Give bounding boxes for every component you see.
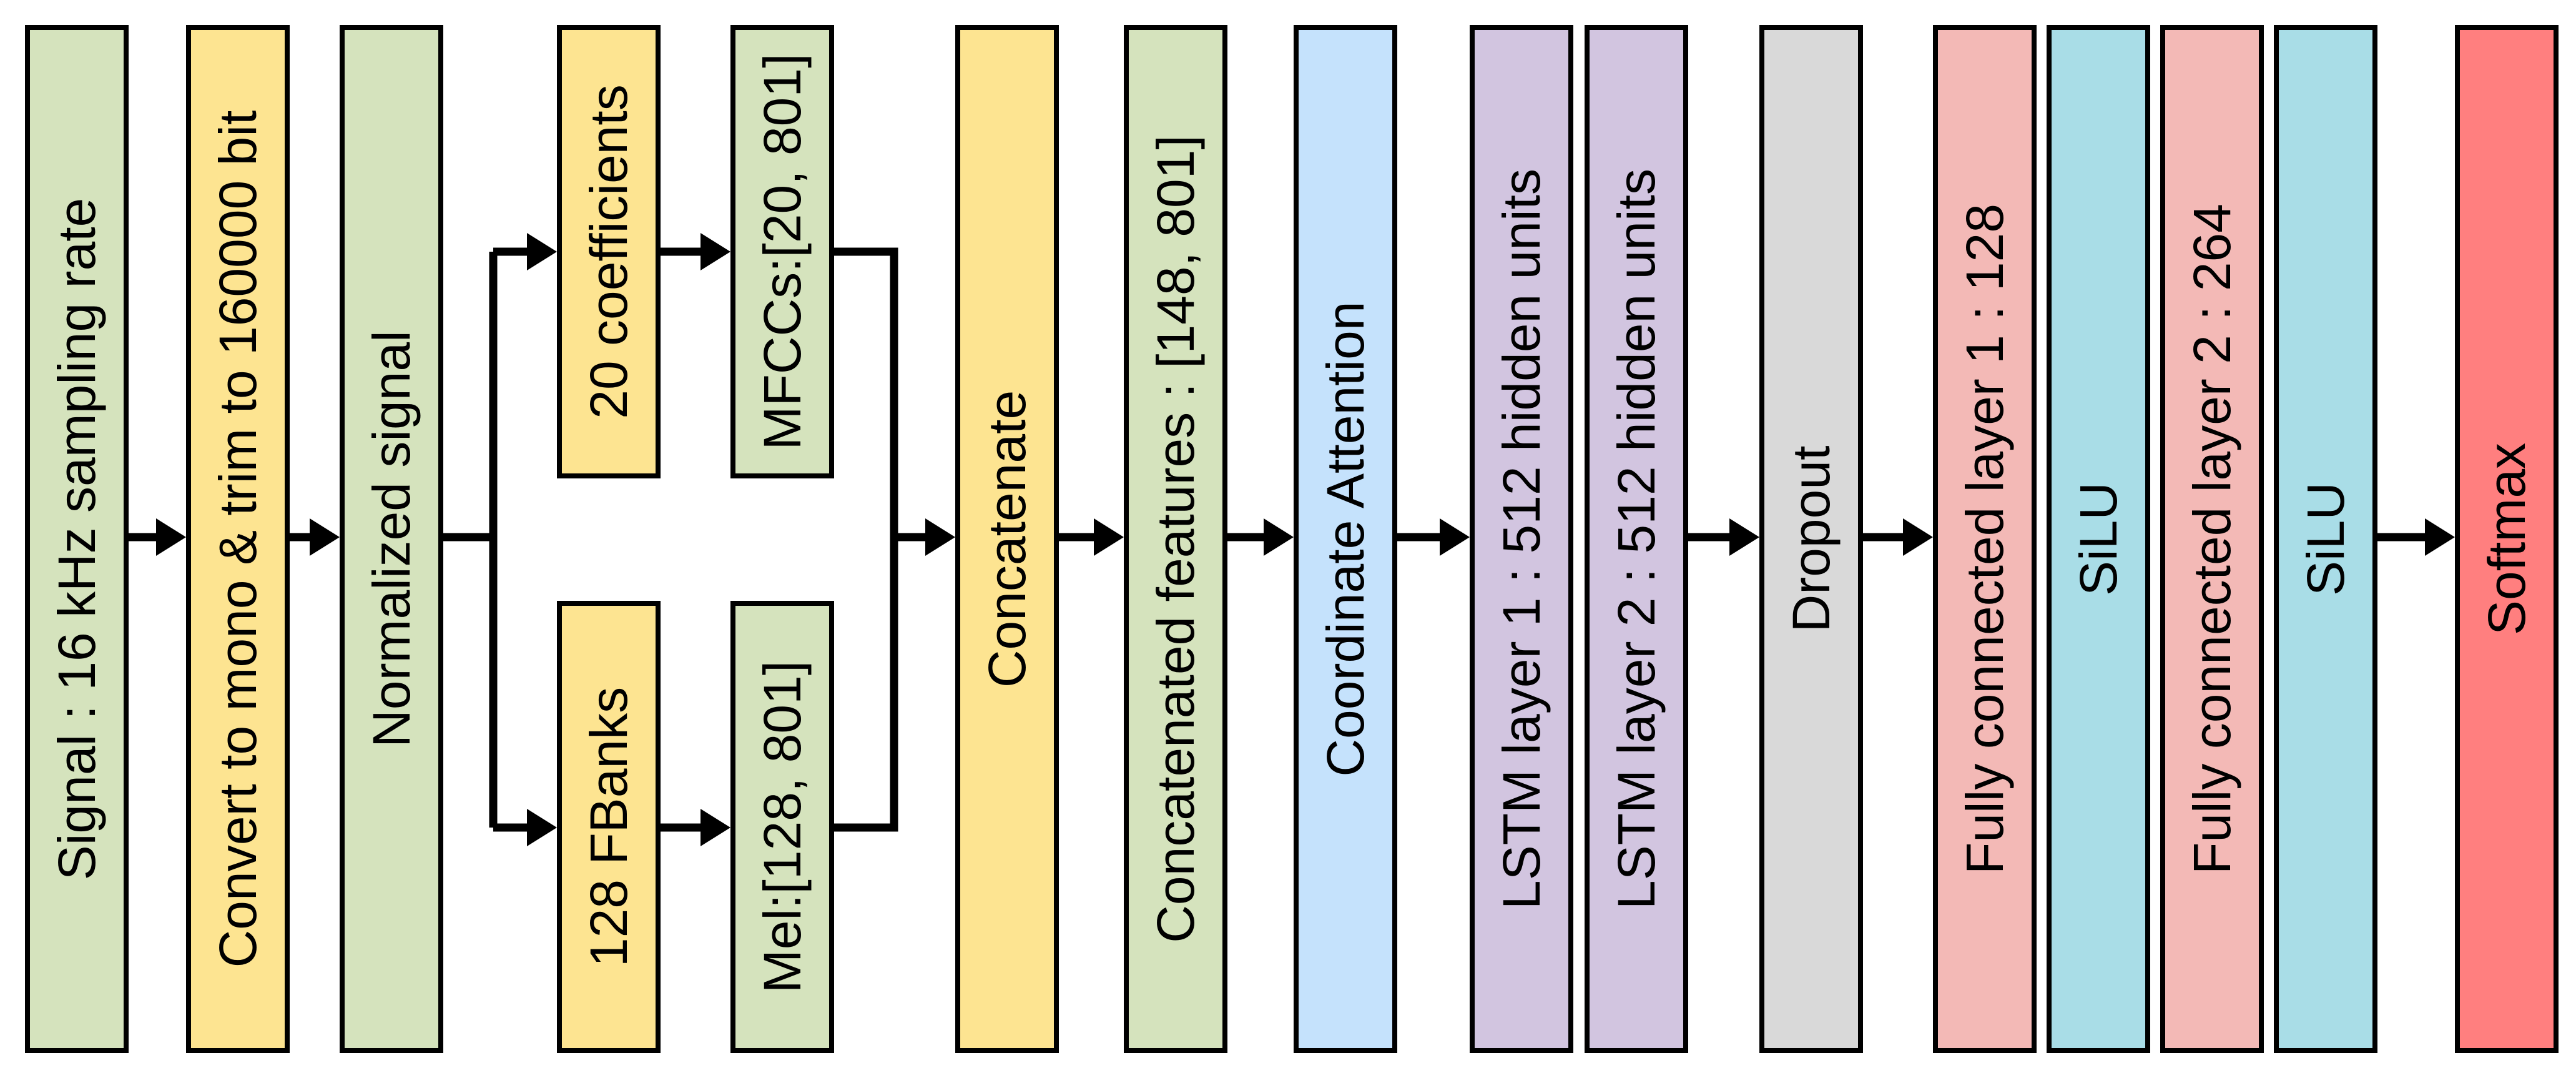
edge-features-to-attention <box>1227 518 1294 556</box>
node-silu-2: SiLU <box>2274 25 2377 1053</box>
node-20-coefficients: 20 coefficients <box>557 25 661 478</box>
node-fully-connected-layer-1: Fully connected layer 1 : 128 <box>1933 25 2037 1053</box>
node-concatenate: Concatenate <box>955 25 1059 1053</box>
edge-normalized-to-coefficients <box>493 233 557 270</box>
node-softmax: Softmax <box>2455 25 2559 1053</box>
node-convert-trim: Convert to mono & trim to 160000 bit <box>186 25 290 1053</box>
node-mfccs: MFCCs:[20, 801] <box>730 25 834 478</box>
node-dropout: Dropout <box>1759 25 1863 1053</box>
edge-convert-to-normalized <box>290 518 340 556</box>
edge-fbanks-to-mel <box>661 809 730 846</box>
edge-mfccs-mel-merge <box>834 247 898 832</box>
node-mel: Mel:[128, 801] <box>730 601 834 1053</box>
node-concatenated-features: Concatenated features : [148, 801] <box>1124 25 1227 1053</box>
node-normalized-signal: Normalized signal <box>340 25 443 1053</box>
node-signal: Signal : 16 kHz sampling rate <box>25 25 129 1053</box>
edge-coefficients-to-mfccs <box>661 233 730 270</box>
node-lstm-layer-2: LSTM layer 2 : 512 hidden units <box>1585 25 1688 1053</box>
node-coordinate-attention: Coordinate Attention <box>1294 25 1397 1053</box>
node-128-fbanks: 128 FBanks <box>557 601 661 1053</box>
edge-dropout-to-fc1 <box>1863 518 1933 556</box>
edge-normalized-to-fbanks <box>493 809 557 846</box>
edge-signal-to-convert <box>129 518 186 556</box>
edge-silu2-to-softmax <box>2377 518 2455 556</box>
edge-attention-to-lstm1 <box>1397 518 1470 556</box>
edge-concatenate-to-features <box>1059 518 1124 556</box>
edge-lstm2-to-dropout <box>1688 518 1759 556</box>
edge-normalized-to-branches <box>443 252 498 828</box>
node-lstm-layer-1: LSTM layer 1 : 512 hidden units <box>1470 25 1573 1053</box>
edge-merge-to-concatenate <box>894 518 955 556</box>
node-silu-1: SiLU <box>2047 25 2150 1053</box>
node-fully-connected-layer-2: Fully connected layer 2 : 264 <box>2160 25 2264 1053</box>
